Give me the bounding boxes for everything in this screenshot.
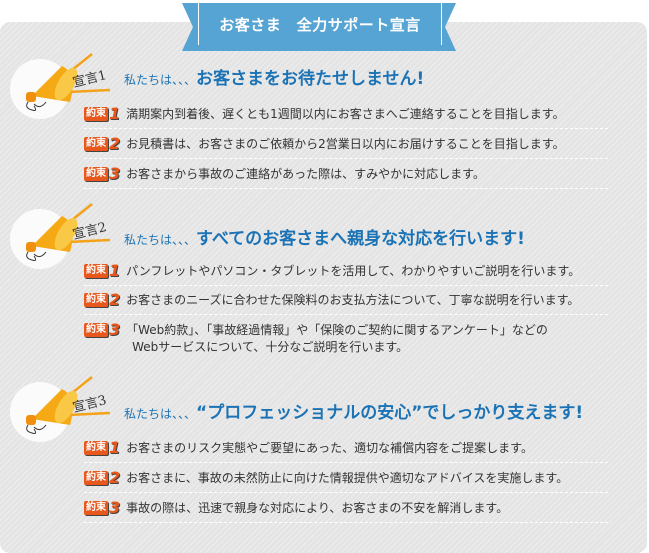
promise-text: お客さまのリスク実態やご要望にあった、適切な補償内容をご提案します。 xyxy=(126,441,533,455)
promise-text: 事故の際は、迅速で親身な対応により、お客さまの不安を解消します。 xyxy=(126,501,509,515)
megaphone-icon xyxy=(26,203,111,261)
promise-text: お見積書は、お客さまのご依頼から2営業日以内にお届けすることを目指します。 xyxy=(126,137,565,151)
promise-text: お客さまに、事故の未然防止に向けた情報提供や適切なアドバイスを実施します。 xyxy=(126,471,569,485)
promise-text: 満期案内到着後、遅くとも1週間以内にお客さまへご連絡することを目指します。 xyxy=(126,107,565,121)
promise-text: 「Web約款」、「事故経過情報」や「保険のご契約に関するアンケート」などの We… xyxy=(126,323,548,354)
page-title: お客さま 全力サポート宣言 xyxy=(219,15,421,34)
promise-text: お客さまのニーズに合わせた保険料のお支払方法について、丁寧な説明を行います。 xyxy=(126,293,580,307)
megaphone-icon xyxy=(26,53,111,111)
megaphone-icon xyxy=(26,376,111,434)
promise-text: お客さまから事故のご連絡があった際は、すみやかに対応します。 xyxy=(126,167,485,181)
declaration-headline: 私たちは、、、 すべてのお客さまへ親身な対応を行います! xyxy=(124,229,525,249)
header-banner: お客さま 全力サポート宣言 xyxy=(198,3,442,45)
declaration-headline: 私たちは、、、 お客さまをお待たせしません! xyxy=(124,69,425,89)
promise-text: パンフレットやパソコン・タブレットを活用して、わかりやすいご説明を行います。 xyxy=(126,264,581,278)
declaration-headline: 私たちは、、、 “プロフェッショナルの安心”でしっかり支えます! xyxy=(124,403,584,423)
